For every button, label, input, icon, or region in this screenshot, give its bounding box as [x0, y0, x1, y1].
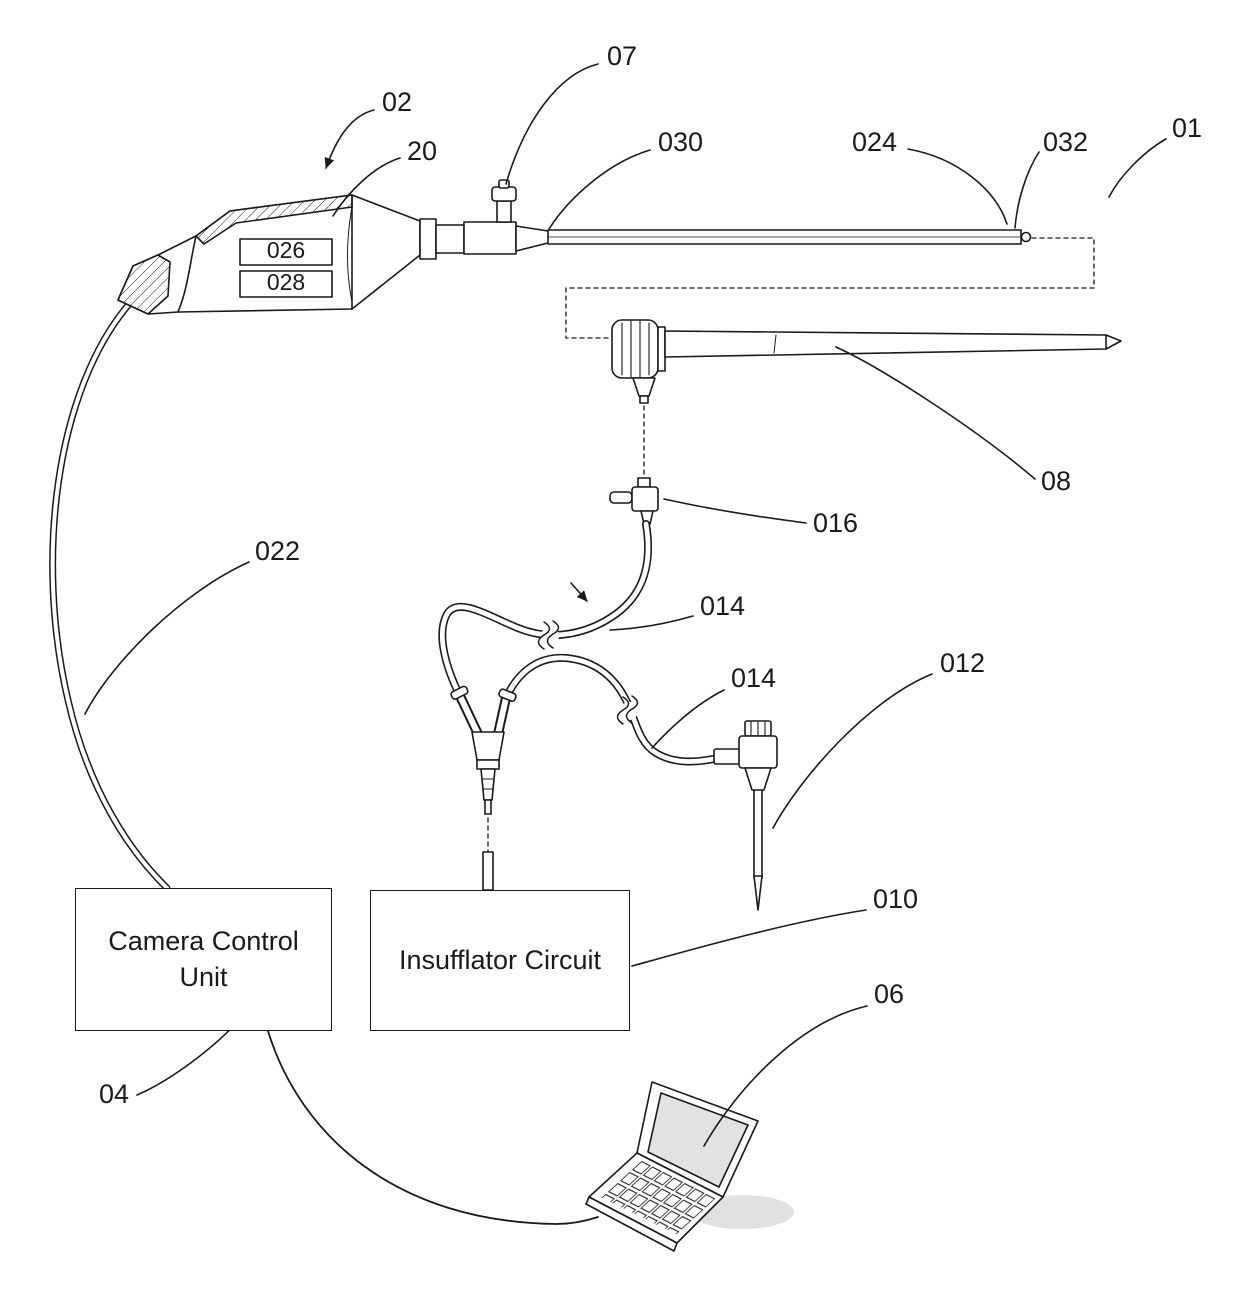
leader-06	[703, 1005, 868, 1147]
ref-label-014a: 014	[700, 591, 745, 621]
ref-label-04: 04	[99, 1079, 129, 1109]
camera-cable-022	[49, 299, 171, 892]
y-connector	[450, 685, 517, 891]
leader-016	[663, 498, 807, 524]
leader-030	[548, 149, 651, 230]
laptop-front-lip	[585, 1196, 678, 1252]
tube-direction-arrow	[570, 582, 588, 602]
leader-01	[1108, 138, 1167, 198]
ref-label-012: 012	[940, 648, 985, 678]
label-plate-028	[239, 270, 333, 298]
fitting-030	[463, 221, 517, 255]
needle-hub	[744, 767, 772, 791]
veress-needle-012	[713, 720, 778, 911]
insufflator-circuit-box: Insufflator Circuit	[370, 890, 630, 1031]
leader-024	[907, 148, 1008, 225]
needle-side-port	[713, 748, 741, 765]
ref-label-07: 07	[607, 41, 637, 71]
scope-shaft-024	[547, 229, 1032, 245]
coupler-barrel	[435, 224, 465, 254]
taper-cylinder-arc	[347, 206, 353, 303]
ref-label-024: 024	[852, 127, 897, 157]
endoscope-camera-head	[117, 194, 421, 315]
dashed-alignment-path	[565, 237, 1095, 339]
insufflation-tube-a-014	[438, 520, 653, 700]
ref-label-06: 06	[874, 979, 904, 1009]
trocar-cannula-08	[611, 319, 1122, 479]
ref-label-030: 030	[658, 127, 703, 157]
eyepiece-hatched	[117, 254, 171, 315]
trocar-stopcock-016	[609, 477, 659, 525]
ref-label-026: 026	[267, 237, 305, 263]
leader-022	[84, 561, 250, 715]
tube-break-mark	[537, 620, 560, 650]
body-contour-line	[177, 235, 197, 313]
camera-control-unit-label: Camera Control Unit	[108, 926, 299, 992]
ref-label-20: 20	[407, 136, 437, 166]
ref-label-010: 010	[873, 884, 918, 914]
leader-20	[332, 157, 401, 217]
coupler-ring	[419, 218, 437, 260]
laptop	[585, 1081, 794, 1252]
ref-label-022: 022	[255, 536, 300, 566]
insufflator-circuit-label: Insufflator Circuit	[398, 944, 602, 975]
needle-tip	[753, 875, 763, 911]
label-plate-026	[239, 238, 333, 266]
ccu-laptop-cable	[267, 1030, 599, 1225]
leader-014a	[609, 615, 694, 631]
leader-014b	[651, 689, 725, 749]
ref-label-016: 016	[813, 508, 858, 538]
leader-012	[772, 673, 933, 829]
trocar-side-arm	[632, 377, 656, 397]
ref-label-02: 02	[382, 87, 412, 117]
tube-break-mark	[616, 695, 639, 725]
ref-label-01: 01	[1172, 113, 1202, 143]
fitting-taper	[515, 225, 549, 252]
camera-control-unit-box: Camera Control Unit	[75, 888, 332, 1031]
scope-coupler-assembly	[419, 179, 549, 260]
trocar-head-cap	[611, 319, 659, 379]
insufflator-inlet-plug	[482, 851, 494, 891]
leader-010	[631, 909, 867, 967]
laptop-keys	[600, 1160, 716, 1235]
ref-label-014b: 014	[731, 663, 776, 693]
leader-07	[505, 63, 599, 185]
scope-tip-032	[1020, 231, 1032, 243]
trocar-body	[664, 330, 1122, 358]
leader-08	[835, 346, 1036, 480]
ref-label-032: 032	[1043, 127, 1088, 157]
stopcock-valve-07	[491, 179, 517, 223]
insufflation-tube-b-014	[502, 653, 722, 766]
ref-label-028: 028	[267, 269, 305, 295]
trocar-flange	[657, 326, 666, 372]
ref-label-08: 08	[1041, 466, 1071, 496]
leader-032	[1014, 151, 1040, 229]
leader-02	[324, 109, 375, 169]
